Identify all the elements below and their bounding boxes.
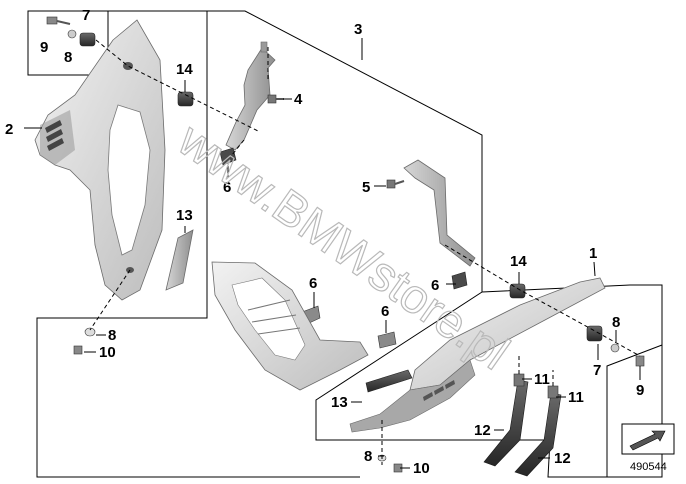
- callout-12-a: 12: [474, 422, 491, 439]
- callout-13-b: 13: [331, 394, 348, 411]
- side-panel-shadow: [40, 110, 75, 165]
- side-panel-slots: [45, 120, 64, 151]
- callout-8-d: 8: [364, 448, 372, 465]
- hardware-box-top-left: [27, 10, 109, 76]
- clip-nut-part-6-a: [219, 147, 237, 166]
- lower-bracket-part-3: [403, 159, 476, 267]
- front-cowl-part: [211, 261, 369, 391]
- callout-7-a: 7: [82, 7, 90, 24]
- strap-fitting-part-11-left: [513, 373, 525, 387]
- screw-part-5: [386, 179, 405, 189]
- front-cowl-ribs: [247, 299, 301, 335]
- hardware-frame-right-top: [481, 284, 663, 345]
- callout-9-b: 9: [636, 382, 644, 399]
- foam-pad-part-13-lower: [365, 369, 413, 393]
- callout-6-d: 6: [431, 277, 439, 294]
- upper-bracket-part-3: [225, 41, 276, 151]
- belly-pan-slots: [423, 380, 455, 401]
- callout-14-a: 14: [176, 61, 193, 78]
- diagram-reference-number: 490544: [630, 461, 667, 473]
- clip-nut-part-6-d: [451, 271, 468, 290]
- side-panel-vent: [107, 104, 151, 256]
- callout-3: 3: [354, 21, 362, 38]
- belly-pan-part-1: [349, 277, 606, 433]
- belly-pan-lower-edge: [349, 359, 476, 433]
- grommet-part-7-b: [586, 325, 603, 342]
- callout-12-b: 12: [554, 450, 571, 467]
- callout-14-b: 14: [510, 253, 527, 270]
- callout-13-a: 13: [176, 207, 193, 224]
- rubber-grommet-part-14-left: [177, 91, 194, 107]
- foam-pad-part-13-left: [165, 229, 194, 291]
- hardware-left-bottom: [73, 327, 96, 355]
- callout-numbers: 1 2 3 4 5 6 6 6 6 7 7 8 8 8 8 9 9 10 10 …: [5, 7, 644, 477]
- callout-5: 5: [362, 179, 370, 196]
- screw-part-9-a: [46, 16, 58, 25]
- screw-part-4: [267, 94, 284, 104]
- callout-6-c: 6: [381, 303, 389, 320]
- washer-part-8-c: [84, 327, 96, 337]
- rubber-strap-part-12-left: [483, 373, 529, 467]
- callout-9-a: 9: [40, 39, 48, 56]
- callout-8-c: 8: [108, 327, 116, 344]
- orientation-box: 490544: [621, 423, 675, 473]
- callout-7-b: 7: [593, 362, 601, 379]
- callout-8-b: 8: [612, 314, 620, 331]
- clip-nut-part-6-c: [377, 331, 397, 349]
- callout-11-b: 11: [568, 389, 584, 406]
- callout-11-a: 11: [534, 371, 550, 388]
- assembly-dash-lines: [89, 39, 641, 465]
- grommet-part-7-a: [79, 32, 96, 47]
- panel-frame-left: [36, 10, 360, 478]
- lower-bracket: [403, 159, 476, 267]
- callout-10-a: 10: [99, 344, 116, 361]
- callout-leaders: [24, 38, 641, 469]
- watermark-text: www.BMWstore.pl: [168, 113, 518, 380]
- direction-arrow-icon: [629, 430, 666, 451]
- rubber-grommet-part-14-right: [509, 283, 526, 299]
- screw-part-9-b: [635, 355, 645, 367]
- callout-6-b: 6: [309, 275, 317, 292]
- upper-bracket-tab: [260, 41, 268, 53]
- hardware-right: [586, 325, 645, 367]
- washer-part-8-a: [67, 29, 77, 39]
- side-panel-part-2: [34, 19, 166, 301]
- callout-4: 4: [294, 91, 303, 108]
- callout-1: 1: [589, 245, 597, 262]
- callout-2: 2: [5, 121, 13, 138]
- washer-part-8-b: [610, 343, 620, 353]
- callout-8-a: 8: [64, 49, 72, 66]
- callout-6-a: 6: [223, 179, 231, 196]
- hardware-top-left: [46, 16, 96, 47]
- callout-10-b: 10: [413, 460, 430, 477]
- screw-part-10-a: [73, 345, 83, 355]
